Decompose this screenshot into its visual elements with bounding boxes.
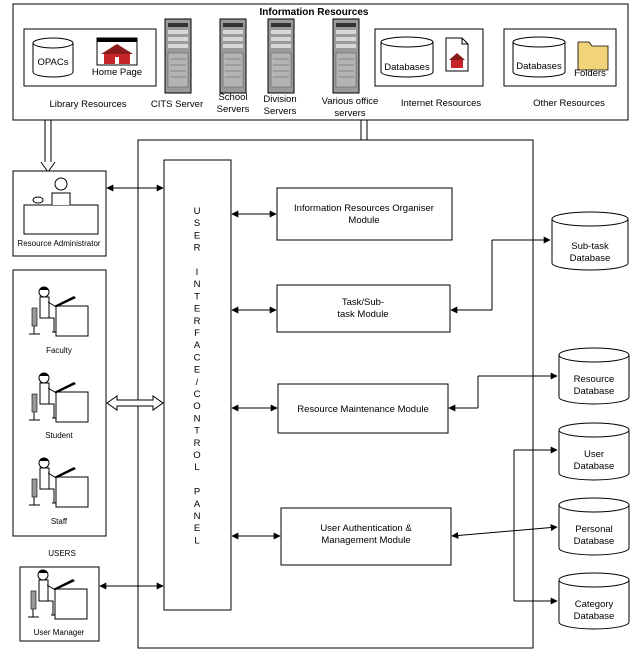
panel-letter: N bbox=[194, 413, 201, 424]
cits-server-icon bbox=[164, 18, 192, 94]
user-manager-label: User Manager bbox=[34, 628, 85, 637]
panel-letter: O bbox=[193, 450, 200, 461]
various-servers-label-2: servers bbox=[334, 108, 365, 119]
panel-letter: F bbox=[194, 328, 200, 339]
panel-letter: T bbox=[194, 291, 200, 302]
staff-label: Staff bbox=[51, 517, 68, 526]
task-subtask-connector bbox=[450, 236, 551, 314]
school-servers-icon bbox=[219, 18, 247, 94]
task-module-label-2: task Module bbox=[337, 309, 388, 320]
panel-letter: O bbox=[193, 401, 200, 412]
auth-module-label-1: User Authentication & bbox=[320, 523, 412, 534]
other-resources-label: Other Resources bbox=[533, 98, 605, 109]
panel-letter: E bbox=[194, 523, 200, 534]
information-resources-title: Information Resources bbox=[260, 7, 369, 18]
panel-letter: N bbox=[194, 511, 201, 522]
panel-letter: E bbox=[194, 365, 200, 376]
subtask-database bbox=[551, 211, 629, 271]
opacs-database-icon bbox=[32, 37, 74, 78]
resource-admin-label: Resource Administrator bbox=[17, 239, 100, 248]
panel-letter: E bbox=[194, 230, 200, 241]
faculty-label: Faculty bbox=[46, 346, 72, 355]
various-office-servers-icon bbox=[332, 18, 360, 94]
iro-module-label-1: Information Resources Organiser bbox=[294, 203, 434, 214]
panel-letter: S bbox=[194, 218, 200, 229]
personal-database bbox=[558, 497, 630, 556]
panel-letter: E bbox=[194, 304, 200, 315]
auth-db-connector bbox=[451, 446, 558, 605]
library-resources-label: Library Resources bbox=[49, 99, 126, 110]
panel-letter: C bbox=[194, 352, 201, 363]
task-module-box bbox=[276, 284, 451, 333]
panel-letter: I bbox=[196, 267, 199, 278]
auth-module-label-2: Management Module bbox=[321, 535, 410, 546]
student-label: Student bbox=[45, 431, 73, 440]
internet-databases-label: Databases bbox=[384, 62, 430, 73]
school-servers-label-1: School bbox=[218, 92, 247, 103]
panel-letter: R bbox=[194, 243, 201, 254]
panel-letter: L bbox=[194, 462, 199, 473]
panel-letter: A bbox=[194, 340, 201, 351]
info-to-admin-double-arrow bbox=[40, 120, 56, 173]
panel-letter: P bbox=[194, 487, 200, 498]
panel-letter: N bbox=[194, 279, 201, 290]
resource-maintenance-module-label: Resource Maintenance Module bbox=[297, 404, 429, 415]
division-servers-icon bbox=[267, 18, 295, 94]
internet-document-icon bbox=[445, 37, 469, 72]
user-db-label-1: User bbox=[584, 449, 604, 460]
resource-admin-figure bbox=[23, 177, 99, 235]
resource-db-label-2: Database bbox=[574, 386, 615, 397]
category-db-label-1: Category bbox=[575, 599, 614, 610]
subtask-db-label-1: Sub-task bbox=[571, 241, 609, 252]
panel-letter: R bbox=[194, 438, 201, 449]
home-page-label: Home Page bbox=[92, 67, 142, 78]
internet-resources-label: Internet Resources bbox=[401, 98, 482, 109]
internet-database-icon bbox=[380, 36, 434, 78]
panel-letter: U bbox=[194, 206, 201, 217]
user-database bbox=[558, 422, 630, 481]
panel-letter: R bbox=[194, 316, 201, 327]
personal-db-label-1: Personal bbox=[575, 524, 613, 535]
iro-module-box bbox=[276, 187, 453, 241]
subtask-db-label-2: Database bbox=[570, 253, 611, 264]
division-servers-label-2: Servers bbox=[264, 106, 297, 117]
users-panel-double-arrow bbox=[106, 395, 164, 411]
panel-letter: L bbox=[194, 535, 199, 546]
task-module-label-1: Task/Sub- bbox=[342, 297, 384, 308]
personal-db-label-2: Database bbox=[574, 536, 615, 547]
category-database bbox=[558, 572, 630, 630]
folders-icon bbox=[577, 41, 609, 71]
opacs-label: OPACs bbox=[38, 57, 69, 68]
panel-letter: / bbox=[196, 377, 199, 388]
user-interface-control-panel bbox=[163, 159, 232, 611]
division-servers-label-1: Division bbox=[263, 94, 296, 105]
resource-db-connector bbox=[448, 372, 558, 412]
auth-module-box bbox=[280, 507, 452, 566]
folders-label: Folders bbox=[574, 68, 606, 79]
various-servers-label-1: Various office bbox=[322, 96, 379, 107]
category-db-label-2: Database bbox=[574, 611, 615, 622]
panel-letter: T bbox=[194, 426, 200, 437]
resource-maintenance-module-box bbox=[277, 383, 449, 434]
users-label: USERS bbox=[48, 549, 76, 558]
other-database-icon bbox=[512, 36, 566, 78]
panel-letter: C bbox=[194, 389, 201, 400]
resource-db-label-1: Resource bbox=[574, 374, 615, 385]
home-page-icon bbox=[96, 37, 138, 66]
cits-server-label: CITS Server bbox=[151, 99, 203, 110]
resource-database bbox=[558, 347, 630, 405]
iro-module-label-2: Module bbox=[348, 215, 379, 226]
user-db-label-2: Database bbox=[574, 461, 615, 472]
other-databases-label: Databases bbox=[516, 61, 562, 72]
panel-letter: A bbox=[194, 499, 201, 510]
school-servers-label-2: Servers bbox=[217, 104, 250, 115]
